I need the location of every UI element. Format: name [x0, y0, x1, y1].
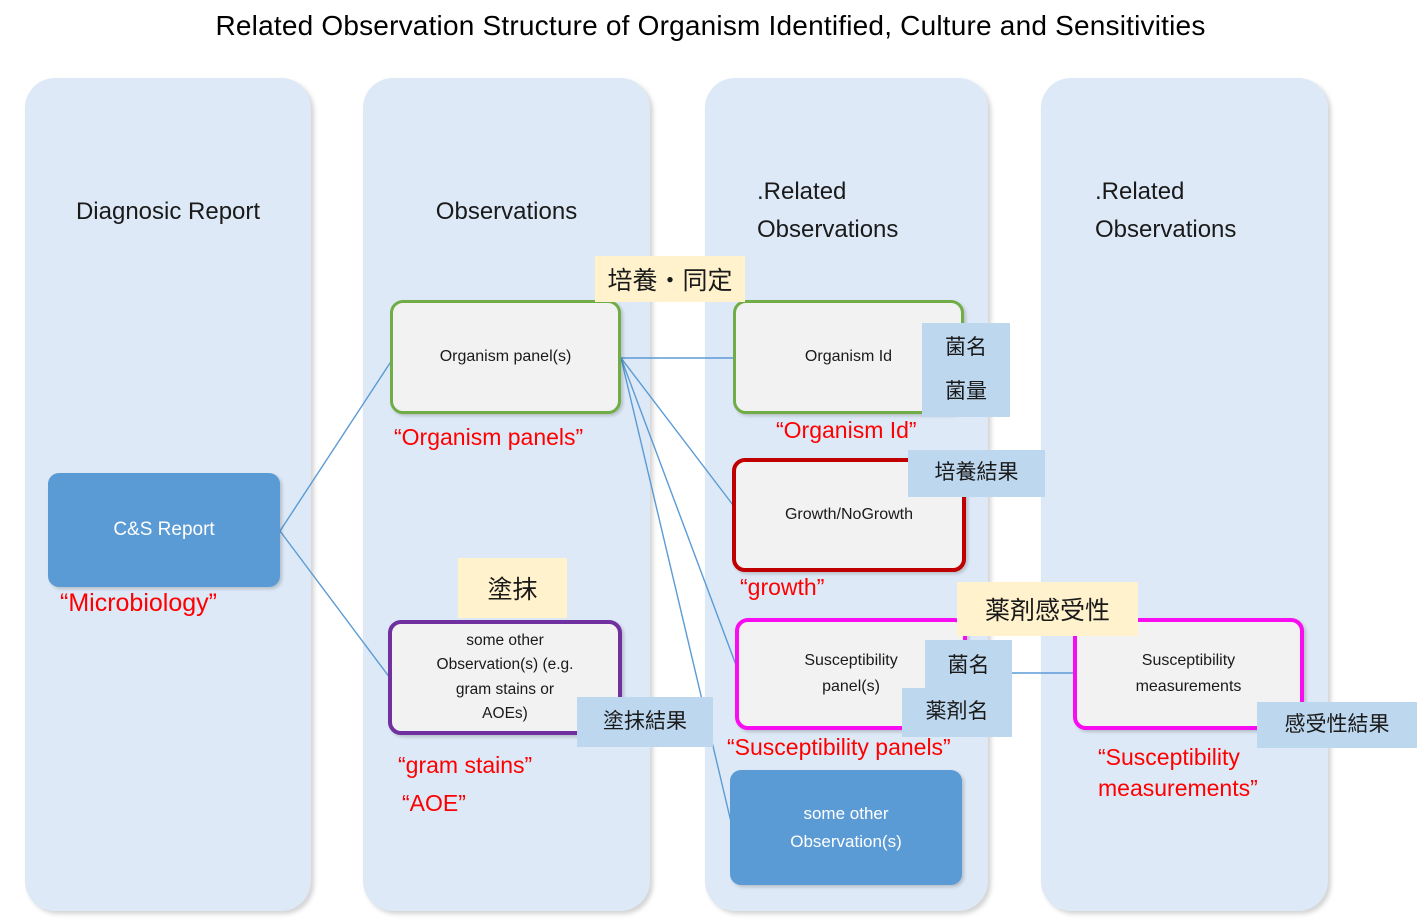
column-header-diagnostic-report: Diagnosic Report [75, 198, 261, 225]
annotation-susceptibility-measurements: “Susceptibility measurements” [1098, 744, 1258, 802]
label-smear: 塗抹 [458, 558, 567, 618]
label-sensitivity-result: 感受性結果 [1257, 702, 1417, 748]
label-culture-result: 培養結果 [908, 450, 1045, 497]
label-smear-result: 塗抹結果 [577, 697, 713, 747]
node-other-observations: some other Observation(s) [730, 770, 962, 885]
annotation-organism-panels: “Organism panels” [394, 424, 584, 450]
annotation-organism-id: “Organism Id” [776, 417, 917, 443]
annotation-aoe: “AOE” [402, 790, 466, 816]
node-cs-report: C&S Report [48, 473, 280, 587]
annotation-growth: “growth” [740, 574, 825, 600]
column-header-related-observations-1: .Related Observations [757, 178, 899, 243]
label-drug-name: 薬剤名 [902, 688, 1012, 737]
column-header-observations: Observations [435, 198, 578, 225]
label-organism-name: 菌名 [925, 640, 1012, 692]
annotation-susceptibility-panels: “Susceptibility panels” [727, 734, 951, 760]
annotation-gram-stains: “gram stains” [398, 752, 533, 778]
column-related-observations-2 [1041, 78, 1328, 911]
annotation-microbiology: “Microbiology” [60, 589, 217, 617]
label-drug-sensitivity: 薬剤感受性 [957, 582, 1138, 636]
column-observations [363, 78, 650, 911]
label-culture-identification: 培養・同定 [595, 256, 745, 302]
node-organism-panels: Organism panel(s) [390, 300, 621, 414]
diagram-title: Related Observation Structure of Organis… [215, 10, 1206, 41]
label-organism-name-and-amount: 菌名 菌量 [922, 323, 1010, 417]
column-header-related-observations-2: .Related Observations [1095, 178, 1237, 243]
